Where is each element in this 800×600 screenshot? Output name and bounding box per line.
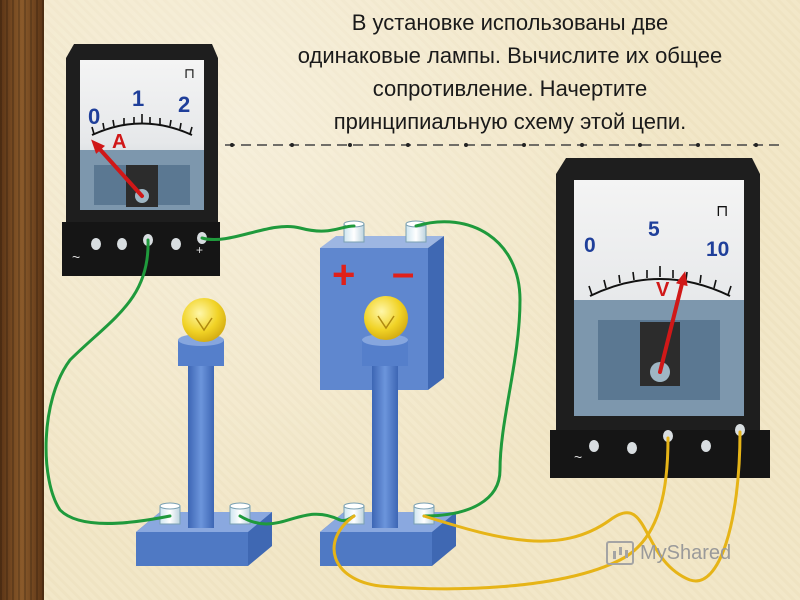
stand-2-terminal-right <box>413 502 435 525</box>
lamp-stand-1 <box>136 298 272 566</box>
svg-text:~: ~ <box>72 249 80 265</box>
battery: + – <box>320 220 444 390</box>
wire-ammeter-to-battery <box>200 224 356 241</box>
wire-stand-2-to-voltmeter-left <box>332 436 670 591</box>
task-line-4: принципиальную схему этой цепи. <box>333 109 687 134</box>
ammeter-needle <box>94 143 144 198</box>
voltmeter-ticks <box>588 266 732 296</box>
lamp-stand-2 <box>320 296 456 566</box>
task-text: В установке использованы две одинаковые … <box>250 6 770 138</box>
lamp-1-bulb <box>182 298 226 342</box>
voltmeter-terminals <box>589 424 745 454</box>
voltmeter-scale-arc <box>589 278 731 297</box>
voltmeter-dc-symbol: ⊓ <box>716 203 728 220</box>
ammeter-needle-tip <box>91 139 105 154</box>
svg-text:+: + <box>196 243 203 257</box>
stand-2-base <box>320 532 432 566</box>
voltmeter-scale-10: 10 <box>706 238 729 261</box>
task-line-2: одинаковые лампы. Вычислите их общее <box>297 43 723 68</box>
battery-minus: – <box>392 251 414 295</box>
task-line-1: В установке использованы две <box>351 10 669 35</box>
watermark-text: MyShared <box>640 541 732 564</box>
voltmeter-base <box>550 430 770 478</box>
voltmeter-scale-0: 0 <box>584 234 596 257</box>
watermark-logo-icon <box>606 541 634 565</box>
watermark: MyShared <box>606 540 731 566</box>
yellow-wires <box>332 430 742 591</box>
green-wires <box>44 220 522 526</box>
battery-plus: + <box>332 253 355 297</box>
ammeter-unit: A <box>112 131 126 153</box>
task-line-3: сопротивление. Начертите <box>372 76 648 101</box>
ammeter-scale-arc <box>91 122 193 136</box>
wire-battery-to-stand-2 <box>414 220 522 518</box>
stand-1-terminal-left <box>159 502 181 525</box>
voltmeter-needle <box>658 276 686 374</box>
ammeter-scale-1: 1 <box>132 86 144 111</box>
stand-1-base <box>136 532 248 566</box>
ammeter-scale-0: 0 <box>88 104 100 129</box>
divider-dots <box>230 143 758 147</box>
svg-text:~: ~ <box>574 449 582 465</box>
wire-stand-2-to-voltmeter-right <box>422 430 742 583</box>
wire-ammeter-to-stand-1 <box>44 238 172 525</box>
lamp-2-bulb <box>364 296 408 340</box>
ammeter-dc-symbol: ⊓ <box>184 65 195 81</box>
voltmeter-needle-tip <box>676 271 688 287</box>
stand-2-pillar <box>372 358 398 528</box>
ammeter-terminals <box>91 232 207 250</box>
stand-1-pillar <box>188 358 214 528</box>
ammeter-base <box>62 222 220 276</box>
voltmeter-unit: V <box>656 279 670 301</box>
ammeter-scale-2: 2 <box>178 92 190 117</box>
battery-terminal-left <box>343 220 365 243</box>
ammeter: 0 1 2 A ⊓ ~ + <box>62 44 220 276</box>
ammeter-ticks <box>91 114 193 135</box>
wood-strip <box>0 0 44 600</box>
voltmeter: 0 5 10 V ⊓ ~ <box>550 158 770 478</box>
voltmeter-scale-5: 5 <box>648 218 660 241</box>
